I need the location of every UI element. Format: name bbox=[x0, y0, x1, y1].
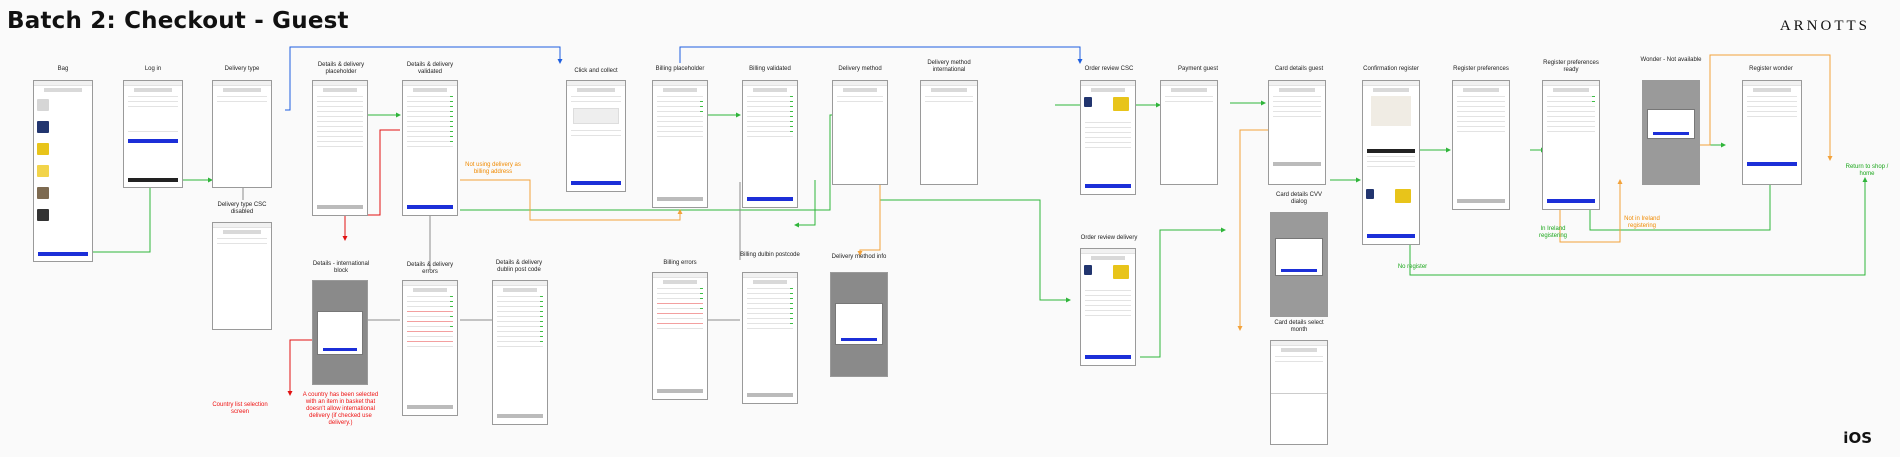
screen-label-delivery-method: Delivery method bbox=[838, 66, 882, 72]
screen-details-international-block[interactable] bbox=[312, 280, 368, 385]
note-international-explanation: A country has been selected with an item… bbox=[302, 392, 379, 426]
screen-label-billing-validated: Billing validated bbox=[749, 66, 791, 72]
screen-details-errors[interactable] bbox=[402, 280, 458, 416]
note-not-using-delivery: Not using delivery as billing address bbox=[465, 162, 521, 175]
screen-label-wonder-not-available: Wonder - Not available bbox=[1640, 57, 1702, 63]
screen-delivery-method-info[interactable] bbox=[830, 272, 888, 377]
screen-details-placeholder[interactable] bbox=[312, 80, 368, 216]
screen-order-review-csc[interactable] bbox=[1080, 80, 1136, 195]
screen-label-billing-dublin-postcode: Billing dulbin postcode bbox=[740, 252, 800, 258]
screen-order-review-delivery[interactable] bbox=[1080, 248, 1136, 366]
screen-label-login: Log in bbox=[144, 66, 162, 72]
screen-label-register-wonder: Register wonder bbox=[1749, 66, 1793, 72]
screen-delivery-method-international[interactable] bbox=[920, 80, 978, 185]
screen-label-confirmation-register: Confirmation register bbox=[1363, 66, 1419, 72]
note-in-ireland: In Ireland registering bbox=[1538, 226, 1567, 239]
screen-label-details-international-block: Details - international block bbox=[312, 261, 370, 274]
brand-logo: ARNOTTS bbox=[1779, 18, 1870, 34]
screen-label-card-details-guest: Card details guest bbox=[1274, 66, 1324, 72]
screen-card-details-guest[interactable] bbox=[1268, 80, 1326, 185]
screen-label-card-details-month: Card details select month bbox=[1274, 320, 1324, 333]
screen-billing-validated[interactable] bbox=[742, 80, 798, 208]
screen-register-preferences[interactable] bbox=[1452, 80, 1510, 210]
screen-label-delivery-method-info: Delivery method info bbox=[831, 254, 887, 260]
screen-delivery-method[interactable] bbox=[832, 80, 888, 185]
screen-billing-errors[interactable] bbox=[652, 272, 708, 400]
screen-label-register-preferences-ready: Register preferences ready bbox=[1543, 60, 1599, 73]
screen-label-order-review-csc: Order review CSC bbox=[1084, 66, 1134, 72]
screen-payment-guest[interactable] bbox=[1160, 80, 1218, 185]
screen-wonder-not-available[interactable] bbox=[1642, 80, 1700, 185]
screen-register-preferences-ready[interactable] bbox=[1542, 80, 1600, 210]
screen-label-details-dublin-postcode: Details & delivery dublin post code bbox=[495, 260, 543, 273]
screen-details-validated[interactable] bbox=[402, 80, 458, 216]
screen-label-delivery-method-international: Delivery method international bbox=[927, 60, 971, 73]
note-country-list: Country list selection screen bbox=[212, 402, 268, 415]
screen-label-card-details-cvv: Card details CVV dialog bbox=[1275, 192, 1323, 205]
screen-click-and-collect[interactable] bbox=[566, 80, 626, 192]
screen-label-bag: Bag bbox=[57, 66, 69, 72]
board-title: Batch 2: Checkout - Guest bbox=[7, 8, 349, 34]
screen-label-billing-placeholder: Billing placeholder bbox=[655, 66, 705, 72]
screen-label-details-validated: Details & delivery validated bbox=[406, 62, 454, 75]
screen-label-delivery-type: Delivery type bbox=[224, 66, 260, 72]
screen-label-details-errors: Details & delivery errors bbox=[406, 262, 454, 275]
screen-label-billing-errors: Billing errors bbox=[663, 260, 697, 266]
screen-label-details-placeholder: Details & delivery placeholder bbox=[317, 62, 365, 75]
note-no-register: No register bbox=[1397, 264, 1428, 270]
screen-login[interactable] bbox=[123, 80, 183, 188]
screen-confirmation-register[interactable] bbox=[1362, 80, 1420, 245]
screen-label-register-preferences: Register preferences bbox=[1453, 66, 1509, 72]
note-not-in-ireland: Not in Ireland registering bbox=[1624, 216, 1660, 229]
screen-label-delivery-type-csc-disabled: Delivery type CSC disabled bbox=[217, 202, 267, 215]
screen-delivery-type[interactable] bbox=[212, 80, 272, 188]
screen-card-details-month[interactable] bbox=[1270, 340, 1328, 445]
screen-details-dublin-postcode[interactable] bbox=[492, 280, 548, 425]
screen-billing-dublin-postcode[interactable] bbox=[742, 272, 798, 404]
screen-register-wonder[interactable] bbox=[1742, 80, 1802, 185]
screen-label-click-and-collect: Click and collect bbox=[574, 68, 618, 74]
screen-delivery-type-csc-disabled[interactable] bbox=[212, 222, 272, 330]
platform-label: iOS bbox=[1843, 429, 1872, 447]
screen-billing-placeholder[interactable] bbox=[652, 80, 708, 208]
screen-label-payment-guest: Payment guest bbox=[1177, 66, 1219, 72]
screen-card-details-cvv[interactable] bbox=[1270, 212, 1328, 317]
screen-bag[interactable] bbox=[33, 80, 93, 262]
screen-label-order-review-delivery: Order review delivery bbox=[1080, 235, 1138, 241]
note-return-to-shop: Return to shop / home bbox=[1845, 164, 1889, 177]
